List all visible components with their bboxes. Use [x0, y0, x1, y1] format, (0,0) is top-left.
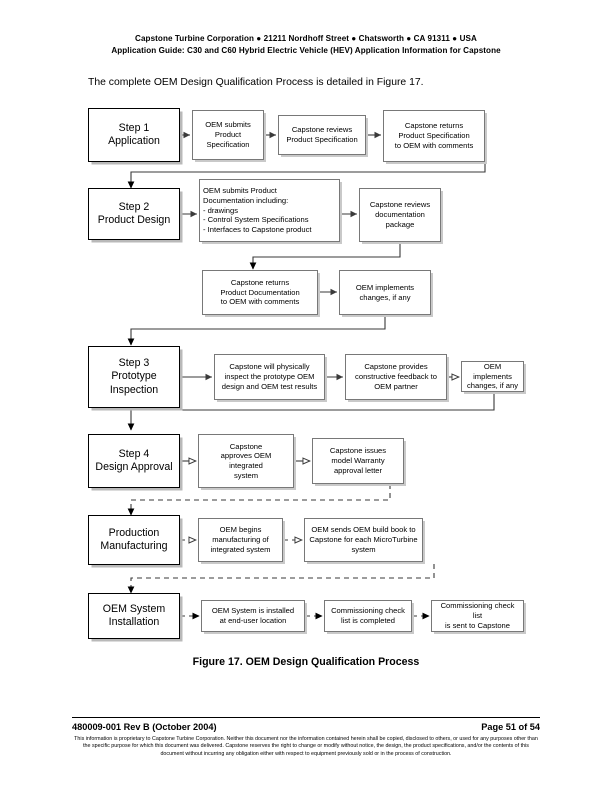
process-box-capstone-approves-oem-integrated-system[interactable]: Capstone approves OEM integrated system: [198, 434, 294, 488]
process-box-capstone-returns-product-specification[interactable]: Capstone returns Product Specification t…: [383, 110, 485, 162]
process-box-capstone-reviews-documentation-package[interactable]: Capstone reviews documentation package: [359, 188, 441, 242]
process-box-capstone-reviews-product-specification[interactable]: Capstone reviews Product Specification: [278, 115, 366, 155]
process-box-commissioning-check-list-sent[interactable]: Commissioning check list is sent to Caps…: [431, 600, 524, 632]
step-box-step-3[interactable]: Step 3 Prototype Inspection: [88, 346, 180, 408]
footer-page-number: Page 51 of 54: [481, 722, 540, 732]
process-box-oem-implements-changes-step2[interactable]: OEM implements changes, if any: [339, 270, 431, 315]
process-box-oem-system-installed[interactable]: OEM System is installed at end-user loca…: [201, 600, 305, 632]
step-box-step-1[interactable]: Step 1 Application: [88, 108, 180, 162]
header-line-guide: Application Guide: C30 and C60 Hybrid El…: [111, 45, 501, 55]
flow-connectors: [127, 131, 495, 620]
step-box-step-4[interactable]: Step 4 Design Approval: [88, 434, 180, 488]
process-box-capstone-physically-inspect-prototype[interactable]: Capstone will physically inspect the pro…: [214, 354, 325, 400]
footer-legal-notice: This information is proprietary to Capst…: [74, 736, 538, 757]
process-box-commissioning-check-list-completed[interactable]: Commissioning check list is completed: [324, 600, 412, 632]
step-box-production-manufacturing[interactable]: Production Manufacturing: [88, 515, 180, 565]
process-box-oem-begins-manufacturing[interactable]: OEM begins manufacturing of integrated s…: [198, 518, 283, 562]
process-box-oem-submits-product-documentation[interactable]: OEM submits Product Documentation includ…: [199, 179, 340, 242]
footer-document-id: 480009-001 Rev B (October 2004): [72, 722, 217, 732]
figure-caption: Figure 17. OEM Design Qualification Proc…: [192, 656, 420, 668]
process-box-oem-implements-changes-step3[interactable]: OEM implements changes, if any: [461, 361, 524, 392]
process-box-oem-submits-product-specification[interactable]: OEM submits Product Specification: [192, 110, 264, 160]
process-box-oem-sends-build-book[interactable]: OEM sends OEM build book to Capstone for…: [304, 518, 423, 562]
process-box-capstone-provides-constructive-feedback[interactable]: Capstone provides constructive feedback …: [345, 354, 447, 400]
footer-divider: [72, 717, 540, 718]
document-header: Capstone Turbine Corporation ● 21211 Nor…: [0, 33, 612, 56]
process-box-capstone-issues-model-warranty-letter[interactable]: Capstone issues model Warranty approval …: [312, 438, 404, 484]
process-box-capstone-returns-product-documentation[interactable]: Capstone returns Product Documentation t…: [202, 270, 318, 315]
step-box-step-2[interactable]: Step 2 Product Design: [88, 188, 180, 240]
footer-line: 480009-001 Rev B (October 2004) Page 51 …: [72, 722, 540, 732]
header-line-company: Capstone Turbine Corporation ● 21211 Nor…: [135, 34, 477, 43]
figure-oem-design-qualification-process: Step 1 Application OEM submits Product S…: [88, 108, 524, 639]
intro-paragraph: The complete OEM Design Qualification Pr…: [88, 77, 424, 88]
step-box-oem-system-installation[interactable]: OEM System Installation: [88, 593, 180, 639]
